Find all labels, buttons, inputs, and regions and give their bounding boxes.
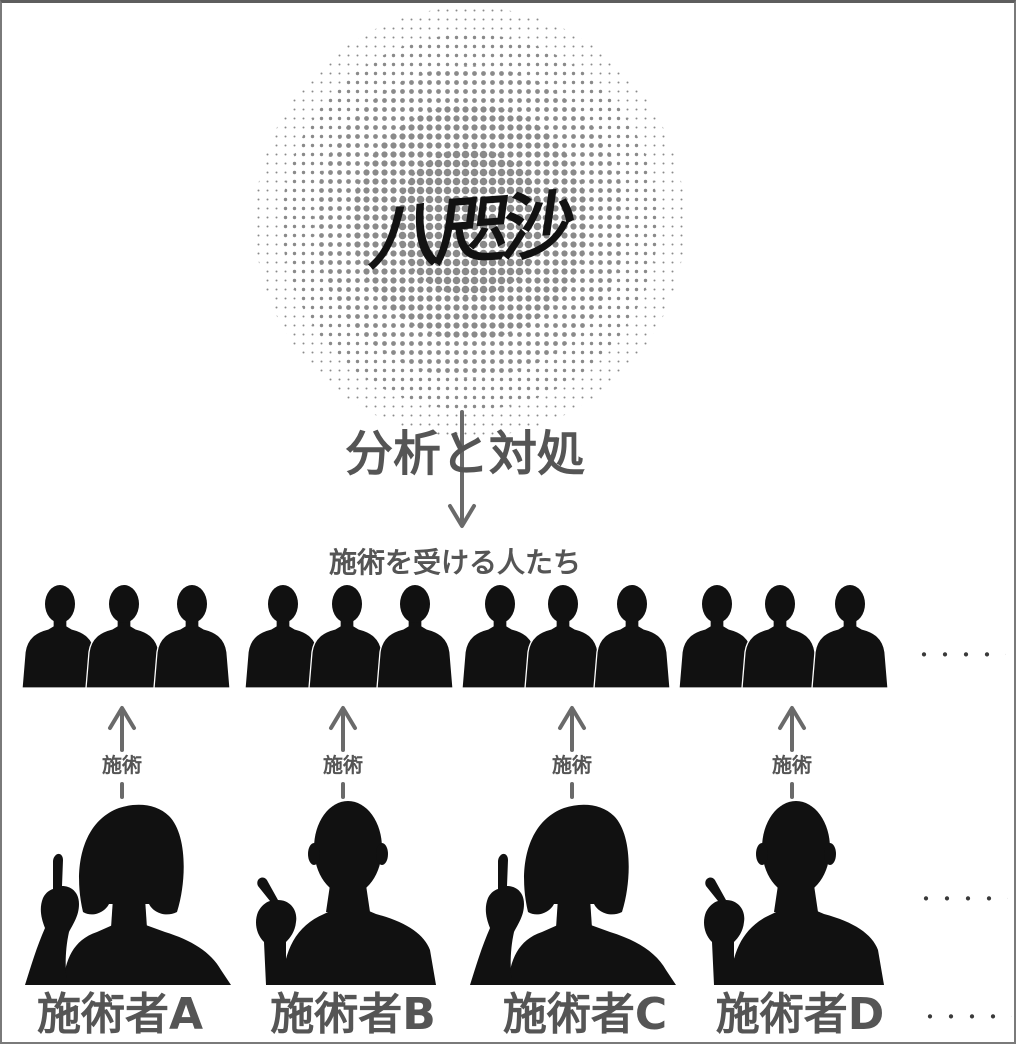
process-label: 分析と対処 (344, 426, 585, 482)
treatment-arrow-c (558, 706, 586, 799)
practitioner-a-woman-silhouette (25, 804, 231, 985)
recipients-label: 施術を受ける人たち (328, 546, 581, 579)
recipient-person-silhouette (461, 585, 539, 689)
recipients-continuation-dots: ・・・・・ (914, 643, 1006, 667)
treatment-label-d: 施術 (772, 753, 812, 777)
process-down-arrow (448, 410, 476, 528)
treatment-arrow-b (329, 706, 357, 799)
recipient-person-silhouette (741, 585, 819, 689)
treatment-label-a: 施術 (102, 753, 142, 777)
recipient-person-silhouette (593, 585, 671, 689)
practitioners-continuation-dots: ・・・・・ (916, 887, 1008, 911)
practitioner-c-woman-silhouette (470, 804, 676, 985)
recipient-person-silhouette (524, 585, 602, 689)
recipient-person-silhouette (811, 585, 889, 689)
treatment-label-c: 施術 (552, 753, 592, 777)
recipient-person-silhouette (153, 585, 231, 689)
halftone-circle (255, 7, 685, 437)
practitioner-label-c: 施術者C (502, 989, 668, 1040)
recipient-person-silhouette (21, 585, 99, 689)
practitioner-label-a: 施術者A (36, 989, 204, 1040)
recipient-person-silhouette (678, 585, 756, 689)
recipient-person-silhouette (308, 585, 386, 689)
recipient-person-silhouette (85, 585, 163, 689)
recipient-person-silhouette (376, 585, 454, 689)
treatment-label-b: 施術 (323, 753, 363, 777)
recipients-group (21, 585, 889, 689)
practitioner-d-man-silhouette (704, 801, 884, 985)
treatment-arrow-d (778, 706, 806, 799)
recipient-person-silhouette (244, 585, 322, 689)
practitioner-label-b: 施術者B (270, 989, 436, 1040)
practitioner-label-d: 施術者D (715, 989, 885, 1040)
practitioner-b-man-silhouette (256, 801, 436, 985)
labels-continuation-dots: ・・・・・ (920, 1005, 1012, 1029)
treatment-arrow-a (108, 706, 136, 799)
